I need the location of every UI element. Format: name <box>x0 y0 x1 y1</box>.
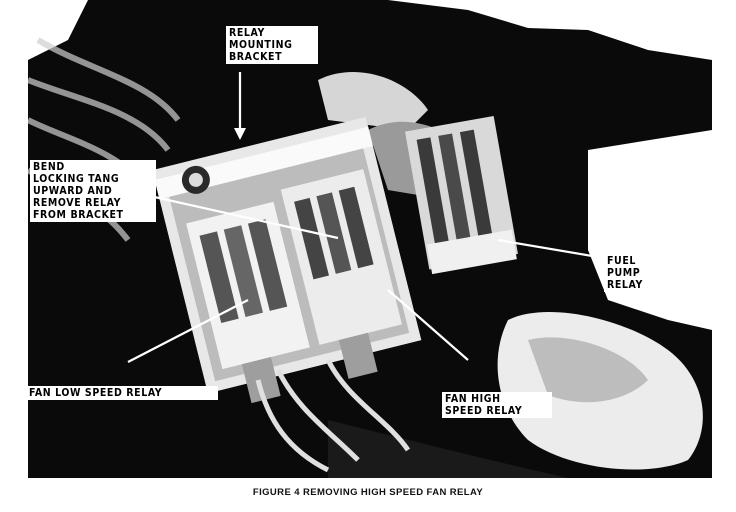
figure-caption: FIGURE 4 REMOVING HIGH SPEED FAN RELAY <box>252 487 484 498</box>
label-fuel-pump-relay: FUEL PUMP RELAY <box>604 254 660 292</box>
relay-photo <box>28 0 712 478</box>
label-fan-low-speed-relay: FAN LOW SPEED RELAY <box>26 386 218 400</box>
label-relay-mounting-bracket: RELAY MOUNTING BRACKET <box>226 26 318 64</box>
label-fan-high-speed-relay: FAN HIGH SPEED RELAY <box>442 392 552 418</box>
label-bend-locking-tang: BEND LOCKING TANG UPWARD AND REMOVE RELA… <box>30 160 156 222</box>
